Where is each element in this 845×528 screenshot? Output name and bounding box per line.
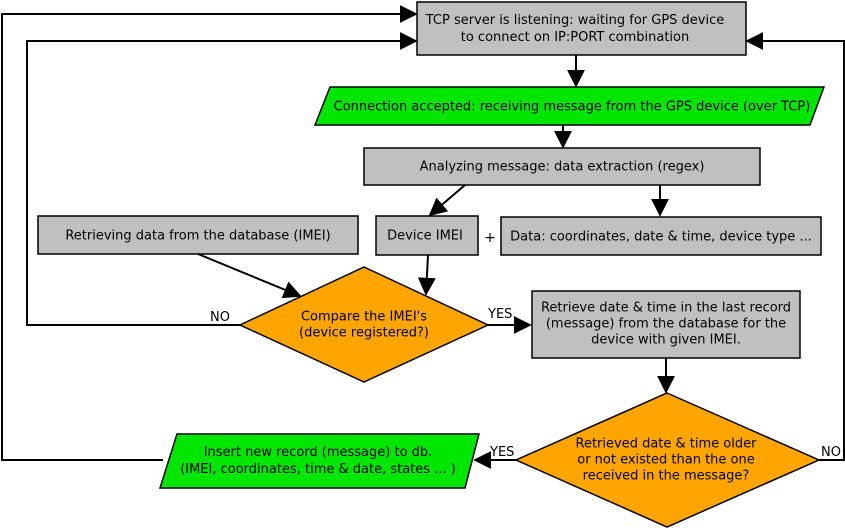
tcp-server-label: TCP server is listening: waiting for GPS… [425,13,725,45]
edge-label-date-yes: YES [489,445,514,460]
device-imei-label-line: Device IMEI [387,229,463,244]
retrieve-last-box [531,290,801,359]
compare-imei-label-line: (device registered?) [299,326,429,341]
date-check-label-line: Retrieved date & time older [576,437,758,452]
tcp-server-box [416,1,747,56]
data-fields-label: Data: coordinates, date & time, device t… [510,230,812,245]
nodes [37,1,826,528]
edge-label-compare-yes: YES [487,307,512,322]
device-imei-box [375,215,479,256]
node-labels: TCP server is listening: waiting for GPS… [65,13,812,484]
compare-imei-label: Compare the IMEI's(device registered?) [299,310,429,341]
edge-label-date-no: NO [821,445,841,460]
edge-insert-to-tcp [1,5,418,461]
edges [1,5,845,469]
insert-record-label-line: (IMEI, coordinates, time & date, states … [180,462,456,477]
device-imei-label: Device IMEI [387,229,463,244]
insert-record-label-line: Insert new record (message) to db. [204,445,433,460]
data-fields-box [500,216,822,256]
retrieving-db-label: Retrieving data from the database (IMEI) [65,229,330,244]
tcp-server-label-line: TCP server is listening: waiting for GPS… [425,13,725,28]
analyzing-label: Analyzing message: data extraction (rege… [420,160,705,175]
date-check-diamond [514,392,821,528]
edge-label-compare-no: NO [210,310,230,325]
connection-accepted-label-line: Connection accepted: receiving message f… [334,100,811,115]
compare-imei-diamond [238,266,490,383]
date-check-label-line: received in the message? [583,469,750,484]
analyzing-box [363,147,761,186]
plus-sign: + [484,230,496,246]
edge-date-no [745,32,845,461]
connection-accepted-box [313,86,826,126]
retrieve-last-label-line: Retrieve date & time in the last record [541,301,791,316]
date-check-label-line: or not existed than the one [577,453,755,468]
edge-imei-to-compare [417,254,436,296]
edge-compare-no [26,32,418,326]
insert-record-label: Insert new record (message) to db. (IMEI,… [180,445,456,477]
analyzing-label-line: Analyzing message: data extraction (rege… [420,160,705,175]
compare-imei-label-line: Compare the IMEI's [301,310,427,325]
tcp-server-label-line: to connect on IP:PORT combination [461,30,689,45]
edge-labels: NO YES YES NO [210,307,841,460]
connection-accepted-label: Connection accepted: receiving message f… [334,100,811,115]
retrieving-db-label-line: Retrieving data from the database (IMEI) [65,229,330,244]
retrieve-last-label: Retrieve date & time in the last record(… [541,301,791,348]
edge-analyzing-to-imei [428,184,466,217]
edge-retrieving-to-compare [197,253,302,299]
retrieve-last-label-line: (message) from the database for the [546,317,786,332]
insert-record-box [158,433,480,489]
data-fields-label-line: Data: coordinates, date & time, device t… [510,230,812,245]
retrieve-last-label-line: device with given IMEI. [591,333,741,348]
retrieving-db-box [37,215,359,255]
